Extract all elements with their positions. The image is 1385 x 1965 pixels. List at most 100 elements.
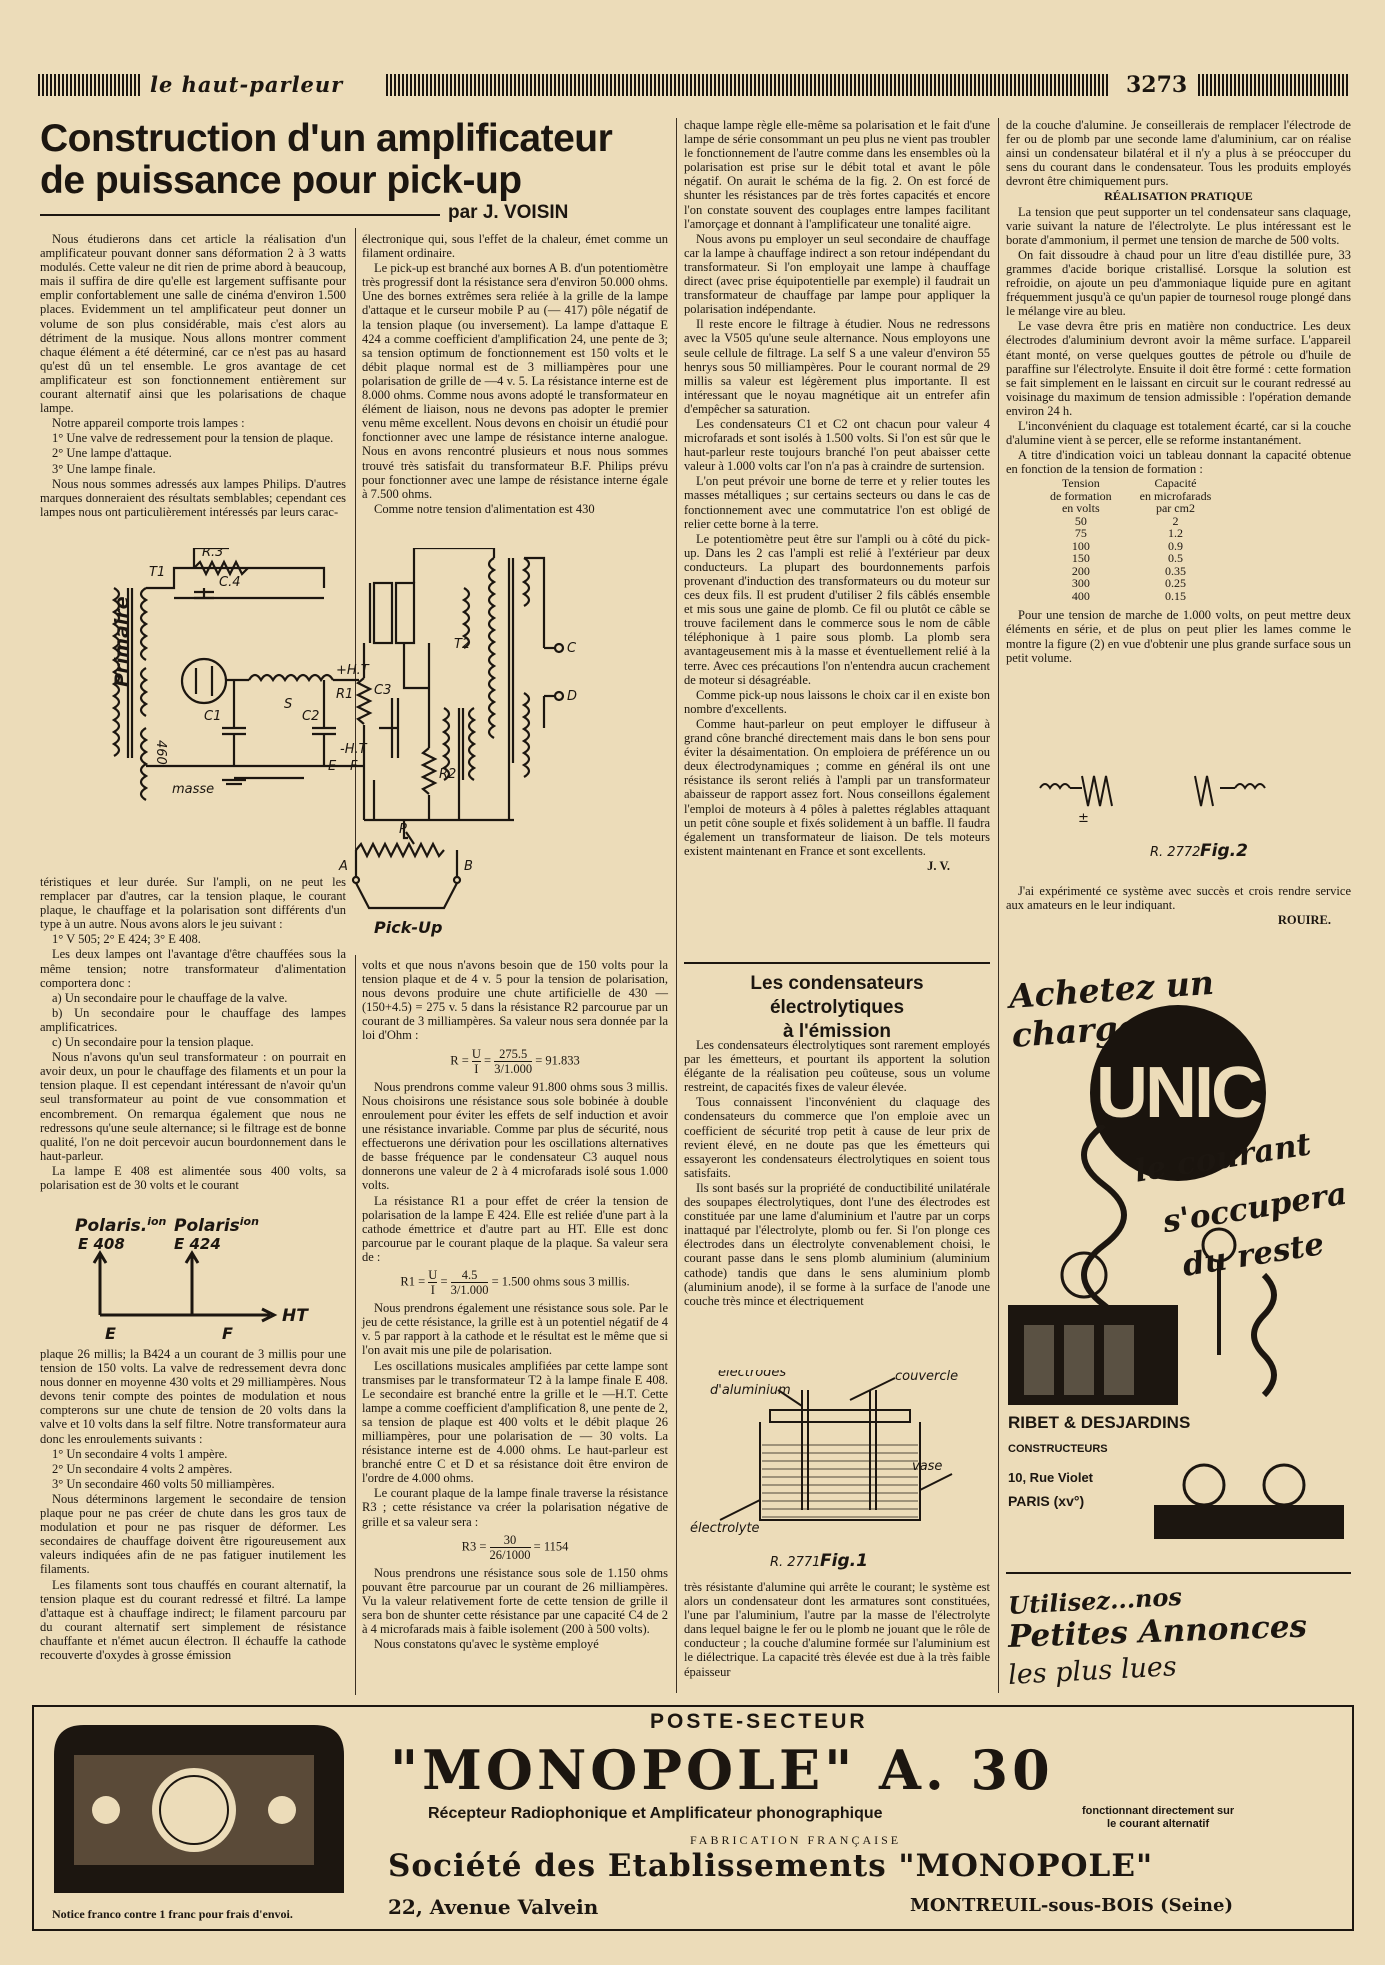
denominator: I bbox=[430, 1283, 435, 1298]
monopole-city: MONTREUIL-sous-BOIS (Seine) bbox=[910, 1895, 1233, 1916]
numerator: 4.5 bbox=[450, 1268, 489, 1284]
header-text: par cm2 bbox=[1155, 501, 1195, 516]
amplifier-schematic: T1 R.3 C.4 Primaire S +H.T -H.T C1 C2 46… bbox=[111, 548, 577, 937]
paragraph: Il reste encore le filtrage à étudier. N… bbox=[684, 317, 990, 416]
device-illustration bbox=[1154, 1463, 1344, 1539]
monopole-line-4: fonctionnant directement sur le courant … bbox=[1082, 1805, 1234, 1831]
article1-col2-bottom: volts et que nous n'avons besoin que de … bbox=[362, 958, 668, 1652]
header-text: Capacité bbox=[1154, 476, 1197, 491]
potentiometer bbox=[355, 841, 445, 859]
label-e408: E 408 bbox=[78, 1235, 125, 1253]
paragraph: L'inconvénient du claquage est totalemen… bbox=[1006, 418, 1351, 448]
paragraph: Les condensateurs électrolytiques sont r… bbox=[684, 1038, 990, 1095]
article-title: Construction d'un amplificateur de puiss… bbox=[40, 118, 670, 202]
monopole-line-4b: le courant alternatif bbox=[1107, 1818, 1210, 1830]
polaris-2-sup: ion bbox=[240, 1215, 259, 1228]
formula-lhs: R = bbox=[450, 1053, 472, 1068]
monopole-notice: Notice franco contre 1 franc pour frais … bbox=[52, 1907, 293, 1921]
denominator: 3/1.000 bbox=[494, 1061, 533, 1076]
paragraph: Notre appareil comporte trois lampes : bbox=[52, 416, 245, 431]
formula-result: = 1.500 ohms sous 3 millis. bbox=[491, 1274, 630, 1289]
numerator: U bbox=[428, 1267, 438, 1284]
label-couvercle: couvercle bbox=[895, 1370, 958, 1384]
label-c4: C.4 bbox=[219, 575, 240, 590]
formula-lhs: R1 = bbox=[400, 1274, 429, 1289]
monopole-line-3: Récepteur Radiophonique et Amplificateur… bbox=[428, 1805, 883, 1822]
table-cell: 150 bbox=[1071, 551, 1090, 566]
paragraph: A titre d'indication voici un tableau do… bbox=[1006, 448, 1351, 477]
paragraph: plaque 26 millis; la B424 a un courant d… bbox=[40, 1347, 346, 1446]
resistor-r2 bbox=[420, 747, 438, 795]
numerator: U bbox=[471, 1046, 481, 1062]
paragraph: de la couche d'alumine. Je conseillerais… bbox=[1006, 118, 1351, 189]
label-t2: T2 bbox=[454, 637, 470, 652]
paragraph: Nous déterminons largement le secondaire… bbox=[40, 1491, 346, 1577]
page-number: 3273 bbox=[1126, 72, 1188, 98]
paragraph: Nous avons pu employer un seul secondair… bbox=[684, 231, 990, 317]
table-cell: 75 bbox=[1074, 526, 1087, 541]
paragraph: Pour une tension de marche de 1.000 volt… bbox=[1006, 608, 1351, 665]
label-ht-minus: -H.T bbox=[340, 742, 368, 757]
article2-title-line-1: Les condensateurs électrolytiques bbox=[750, 973, 924, 1018]
monopole-line-4a: fonctionnant directement sur bbox=[1082, 1805, 1235, 1817]
petites-annonces-ad: Utilisez...nos Petites Annonces les plus… bbox=[1007, 1582, 1350, 1691]
monopole-line-5: FABRICATION FRANÇAISE bbox=[690, 1833, 902, 1847]
label-r1: R1 bbox=[336, 687, 353, 702]
numerator: 30 bbox=[489, 1533, 531, 1548]
header-text: Tension bbox=[1061, 476, 1100, 491]
table-cell: 50 bbox=[1074, 513, 1087, 528]
table-cell: 200 bbox=[1071, 563, 1090, 578]
article1-col1-top: Nous étudierons dans cet article la réal… bbox=[40, 232, 346, 520]
paragraph: 2° Une lampe d'attaque. bbox=[52, 446, 172, 461]
paragraph: Les condensateurs C1 et C2 ont chacun po… bbox=[684, 416, 990, 474]
section-heading: RÉALISATION PRATIQUE bbox=[1104, 189, 1253, 204]
article1-col1-bottom: plaque 26 millis; la B424 a un courant d… bbox=[40, 1347, 346, 1663]
paragraph: volts et que nous n'avons besoin que de … bbox=[362, 958, 668, 1043]
equals: = bbox=[484, 1053, 495, 1068]
label-a: A bbox=[338, 859, 348, 874]
primary-coil bbox=[111, 587, 121, 757]
paragraph: Les deux lampes ont l'avantage d'être ch… bbox=[40, 947, 346, 990]
paragraph: Le potentiomètre peut être sur l'ampli o… bbox=[684, 531, 990, 687]
paragraph: Les oscillations musicales amplifiées pa… bbox=[362, 1358, 668, 1486]
label-r3: R.3 bbox=[202, 548, 223, 560]
ad-maker-sub: CONSTRUCTEURS bbox=[1008, 1443, 1108, 1455]
label-masse: masse bbox=[172, 782, 214, 797]
label-c3: C3 bbox=[374, 683, 391, 698]
label-f: F bbox=[350, 759, 358, 774]
paragraph: Nous constatons qu'avec le système emplo… bbox=[374, 1637, 599, 1652]
ad-address: 10, Rue Violet bbox=[1008, 1470, 1094, 1485]
unic-advertisement: Achetez un chargeur UNIC le courant s'oc… bbox=[1004, 963, 1354, 1631]
paragraph: La résistance R1 a pour effet de créer l… bbox=[362, 1193, 668, 1264]
condenser-figure-1: électrodes d'aluminium couvercle vase él… bbox=[690, 1370, 958, 1570]
paragraph: On fait dissoudre à chaud pour un litre … bbox=[1006, 247, 1351, 319]
label-f: F bbox=[222, 1324, 233, 1343]
polaris-2-text: Polaris bbox=[174, 1216, 240, 1236]
article2-rule bbox=[684, 962, 990, 964]
ad-city: PARIS (xv°) bbox=[1008, 1493, 1085, 1509]
table-cell: 100 bbox=[1071, 538, 1090, 553]
figure-caption: Fig.2 bbox=[1200, 841, 1248, 861]
label-e: E bbox=[105, 1324, 116, 1343]
article-signature: J. V. bbox=[927, 858, 950, 873]
paragraph: 1° Un secondaire 4 volts 1 ampère. bbox=[52, 1446, 228, 1461]
paragraph: chaque lampe règle elle-même sa polarisa… bbox=[684, 118, 990, 231]
header-text: en volts bbox=[1061, 501, 1100, 516]
title-line-2: de puissance pour pick-up bbox=[40, 159, 522, 202]
ad-rule bbox=[1006, 1572, 1351, 1574]
paragraph: 1° V 505; 2° E 424; 3° E 408. bbox=[52, 932, 201, 947]
byline-rule bbox=[40, 214, 440, 216]
paragraph: b) Un secondaire pour le chauffage des l… bbox=[40, 1005, 346, 1034]
table-cell: 0.5 bbox=[1167, 551, 1183, 566]
